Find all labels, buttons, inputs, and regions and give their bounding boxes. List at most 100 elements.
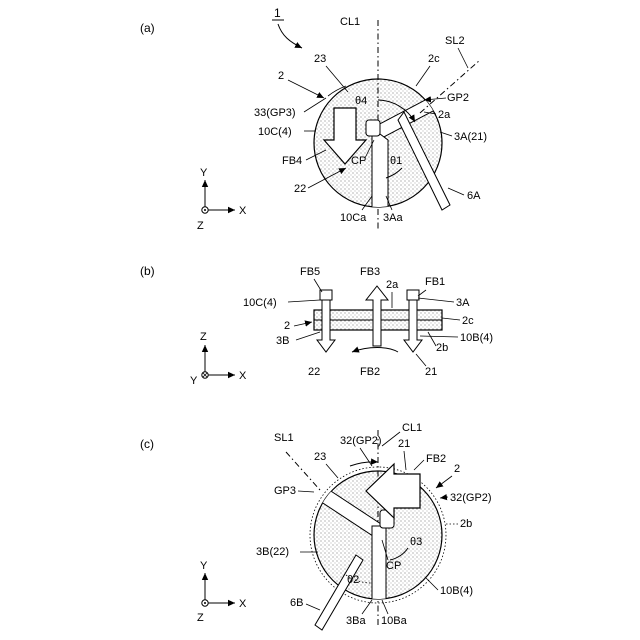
ref-3ba-c: 3Ba xyxy=(346,615,366,627)
blade-10b-band xyxy=(372,526,386,620)
axes-a: Y X Z xyxy=(197,167,247,232)
fb2-c: FB2 xyxy=(426,453,446,465)
gp3-c: GP3 xyxy=(274,485,296,497)
fb2-arrow xyxy=(352,348,398,353)
ref-2c-a: 2c xyxy=(428,53,440,65)
ref-10b-c-leader xyxy=(426,578,438,590)
panel-b: (b) FB5 FB3 2a FB1 10C(4) 3A 2 2c xyxy=(140,264,493,387)
ref-10b-c: 10B(4) xyxy=(440,585,473,597)
cl1-label-a: CL1 xyxy=(340,16,360,28)
panel-a-label: (a) xyxy=(140,21,155,35)
figure-ref-number: 1 xyxy=(274,6,281,20)
axis-y-c: Y xyxy=(200,560,208,572)
gp2-right-c-leader xyxy=(440,497,448,498)
ref-21-b-leader xyxy=(416,354,426,366)
fb1-b: FB1 xyxy=(425,276,445,288)
axis-x-a: X xyxy=(239,205,247,217)
axis-z-a: Z xyxy=(197,220,204,232)
gp2-a: GP2 xyxy=(447,92,469,104)
ref-10ba-c: 10Ba xyxy=(381,615,408,627)
ref-3a-a: 3A(21) xyxy=(454,131,487,143)
ref-2c-b-leader xyxy=(442,318,460,320)
gp2-top-c: 32(GP2) xyxy=(340,435,382,447)
fb2-c-leader xyxy=(414,460,424,470)
cl1-label-c: CL1 xyxy=(402,422,422,434)
ref-2-b-leader xyxy=(294,322,312,326)
panel-c-label: (c) xyxy=(140,437,154,451)
panel-c: (c) CL1 SL1 32(GP2) 21 23 FB2 2 GP3 xyxy=(140,422,492,630)
figure-ref-leader xyxy=(278,24,302,48)
ref-22-a: 22 xyxy=(294,183,306,195)
axis-x-b: X xyxy=(239,370,247,382)
ref-3b-b: 3B xyxy=(276,335,289,347)
axes-c: Y X Z xyxy=(197,560,247,624)
ref-2b-b: 2b xyxy=(436,342,448,354)
ref-21-b: 21 xyxy=(425,366,437,378)
ref-3b-c: 3B(22) xyxy=(256,546,289,558)
sl1-label: SL1 xyxy=(274,432,294,444)
ref-6b-c-leader xyxy=(306,604,320,610)
sl2-label: SL2 xyxy=(445,35,465,47)
axis-z-c: Z xyxy=(197,612,204,624)
fb5-b-leader xyxy=(314,279,322,292)
ref-3aa-a: 3Aa xyxy=(383,212,403,224)
ref-6a-a: 6A xyxy=(467,190,481,202)
blade-10c-band xyxy=(372,128,388,210)
ref-3a-b-leader xyxy=(418,298,454,302)
ref-6a-a-leader xyxy=(448,188,464,195)
ref-3a-b: 3A xyxy=(456,297,470,309)
gp3-c-leader xyxy=(298,491,314,492)
center-element-a xyxy=(366,120,380,136)
gp3-a: 33(GP3) xyxy=(254,107,296,119)
ref-10ca-a: 10Ca xyxy=(340,212,367,224)
ref-21-c: 21 xyxy=(398,438,410,450)
theta1-a: θ1 xyxy=(390,155,402,167)
ref-23-c-leader xyxy=(326,464,338,478)
ref-2c-b: 2c xyxy=(462,315,474,327)
ref-2b-b-leader xyxy=(428,332,436,346)
gp2-a-leader xyxy=(424,98,446,100)
panel-a: (a) 1 CL1 SL2 23 2 2c xyxy=(140,6,487,232)
ref-2-a: 2 xyxy=(278,70,284,82)
ref-3ba-c-leader xyxy=(362,600,372,614)
axis-y-b: Y xyxy=(190,375,198,387)
cp-a: CP xyxy=(351,155,366,167)
theta4-a: θ4 xyxy=(355,95,367,107)
panel-b-label: (b) xyxy=(140,264,155,278)
ref-10c-a: 10C(4) xyxy=(258,126,292,138)
fb3-b: FB3 xyxy=(360,266,380,278)
ref-2-a-leader xyxy=(288,80,324,98)
ref-3b-b-leader xyxy=(296,332,320,340)
ref-2a-a: 2a xyxy=(438,109,451,121)
gp2-right-c: 32(GP2) xyxy=(450,492,492,504)
ref-10b-b-leader xyxy=(420,336,458,337)
ref-2-c-leader xyxy=(436,476,452,488)
axes-b: Z X Y xyxy=(190,331,247,387)
ref-22-b: 22 xyxy=(308,366,320,378)
ref-10c-b: 10C(4) xyxy=(243,297,277,309)
ref-2c-a-leader xyxy=(416,66,430,86)
axis-x-c: X xyxy=(239,598,247,610)
ref-2b-c: 2b xyxy=(460,518,472,530)
sl2-leader xyxy=(458,48,468,68)
ref-6b-c: 6B xyxy=(290,597,303,609)
fb4-a: FB4 xyxy=(282,155,302,167)
ref-23-c: 23 xyxy=(314,451,326,463)
axis-y-a: Y xyxy=(200,167,208,179)
theta2-c: θ2 xyxy=(347,574,359,586)
axis-z-b: Z xyxy=(200,331,207,343)
ref-21-c-leader xyxy=(404,451,406,470)
ref-23-a: 23 xyxy=(314,53,326,65)
ref-2a-b: 2a xyxy=(386,279,399,291)
ref-23-a-leader xyxy=(326,66,348,92)
cp-c: CP xyxy=(386,560,401,572)
ref-2-c: 2 xyxy=(454,463,460,475)
ref-10ba-c-leader xyxy=(382,600,388,614)
theta3-c: θ3 xyxy=(410,536,422,548)
fb5-b: FB5 xyxy=(300,266,320,278)
fb2-b: FB2 xyxy=(360,366,380,378)
ref-10c-b-leader xyxy=(288,300,320,302)
gp3-arc-c xyxy=(350,462,378,466)
ref-2-b: 2 xyxy=(284,320,290,332)
